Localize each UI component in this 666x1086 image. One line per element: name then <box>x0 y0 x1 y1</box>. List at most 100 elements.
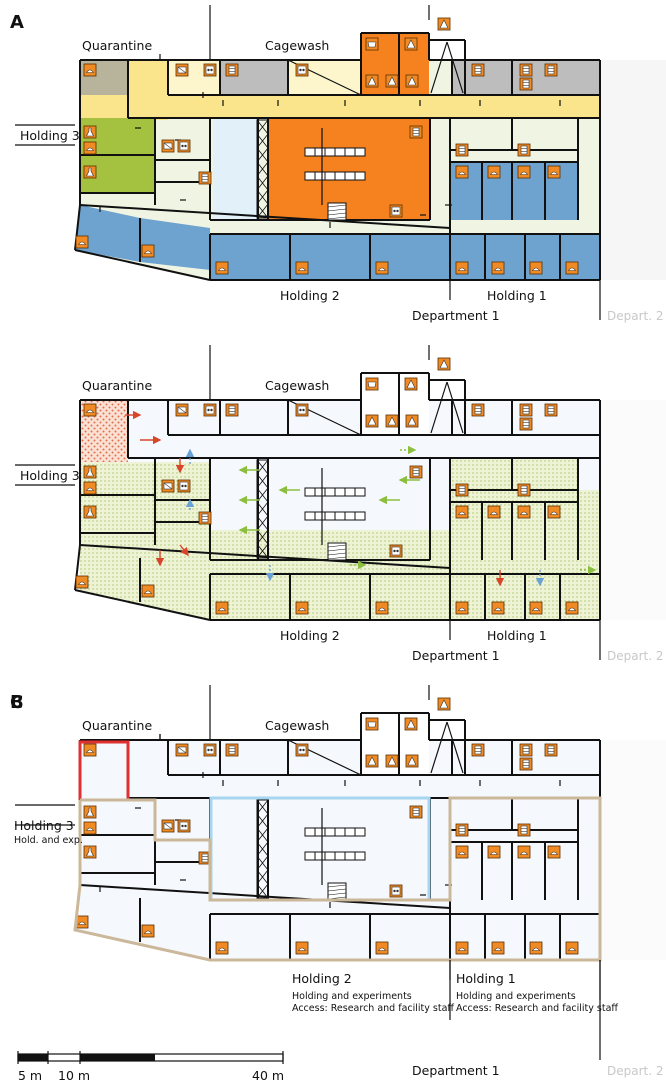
holding1-note2: Access: Research and facility staff <box>456 1003 618 1014</box>
wall <box>79 544 451 569</box>
cage-bench <box>314 487 326 497</box>
elevator-line <box>430 381 448 434</box>
department1-label: Department 1 <box>412 1063 500 1078</box>
autoclave-icon <box>203 743 217 757</box>
mouse-cage-icon <box>75 575 89 589</box>
quarantine-label: Quarantine <box>82 378 152 393</box>
cage-bench <box>354 147 366 157</box>
wall <box>79 204 451 229</box>
mouse-cage-icon <box>295 601 309 615</box>
holding2-label: Holding 2 <box>280 628 340 643</box>
dispenser-icon <box>437 17 451 31</box>
mouse-cage-icon <box>487 165 501 179</box>
depart2-label: Depart. 2 <box>607 309 664 323</box>
dispenser-icon <box>404 37 418 51</box>
biosafety-icon <box>175 403 189 417</box>
mouse-cage-icon <box>83 481 97 495</box>
dispenser-icon <box>385 754 399 768</box>
mouse-cage-icon <box>375 941 389 955</box>
dispenser-icon <box>405 74 419 88</box>
holding1-label: Holding 1 <box>487 288 547 303</box>
rack-icon <box>519 743 533 757</box>
cage-bench <box>334 171 346 181</box>
panel-letter: A <box>10 12 24 33</box>
wall <box>74 249 211 281</box>
biosafety-icon <box>161 819 175 833</box>
mouse-cage-icon <box>491 941 505 955</box>
mouse-cage-icon <box>75 235 89 249</box>
cagewash-label: Cagewash <box>265 718 329 733</box>
depart2-label: Depart. 2 <box>607 649 664 663</box>
autoclave-icon <box>295 63 309 77</box>
mouse-cage-icon <box>83 141 97 155</box>
rack-icon <box>517 483 531 497</box>
mouse-cage-icon <box>455 845 469 859</box>
mouse-cage-icon <box>547 165 561 179</box>
rack-icon <box>517 143 531 157</box>
mouse-cage-icon <box>455 165 469 179</box>
mouse-cage-icon <box>455 261 469 275</box>
mouse-cage-icon <box>565 941 579 955</box>
cage-bench <box>304 851 316 861</box>
dispenser-icon <box>405 754 419 768</box>
elevator-line <box>446 41 464 94</box>
cage-bench <box>314 511 326 521</box>
mouse-cage-icon <box>517 165 531 179</box>
flask-icon <box>83 845 97 859</box>
cage-bench <box>314 171 326 181</box>
mouse-cage-icon <box>491 601 505 615</box>
mouse-cage-icon <box>295 261 309 275</box>
mouse-cage-icon <box>517 505 531 519</box>
mouse-cage-icon <box>215 601 229 615</box>
flask-icon <box>83 805 97 819</box>
cage-bench <box>304 511 316 521</box>
rack-icon <box>409 805 423 819</box>
rack-icon <box>409 125 423 139</box>
mouse-cage-icon <box>529 261 543 275</box>
holding1-note1: Holding and experiments <box>456 991 576 1002</box>
cage-bench <box>334 487 346 497</box>
mouse-cage-icon <box>83 743 97 757</box>
holding2-note1: Holding and experiments <box>292 991 412 1002</box>
autoclave-icon <box>389 884 403 898</box>
rack-icon <box>544 743 558 757</box>
rack-icon <box>455 143 469 157</box>
panel-letter: C <box>10 692 23 713</box>
holding3-label: Holding 3 <box>20 468 80 483</box>
sink-icon <box>365 717 379 731</box>
biosafety-icon <box>175 63 189 77</box>
dispenser-icon <box>385 414 399 428</box>
mouse-cage-icon <box>141 924 155 938</box>
department1-label: Department 1 <box>412 648 500 663</box>
building-floor <box>80 740 600 960</box>
cage-bench <box>324 851 336 861</box>
dispenser-icon <box>405 414 419 428</box>
mouse-cage-icon <box>83 63 97 77</box>
autoclave-icon <box>177 819 191 833</box>
mouse-cage-icon <box>455 505 469 519</box>
mouse-cage-icon <box>83 821 97 835</box>
mouse-cage-icon <box>547 845 561 859</box>
biosafety-icon <box>161 479 175 493</box>
cage-bench <box>334 511 346 521</box>
rack-icon <box>225 403 239 417</box>
mouse-cage-icon <box>565 601 579 615</box>
mouse-cage-icon <box>215 261 229 275</box>
holding2-label: Holding 2 <box>292 971 352 986</box>
cage-bench <box>334 147 346 157</box>
cagewash-hall <box>268 118 430 220</box>
rack-icon <box>198 511 212 525</box>
rack-icon <box>517 823 531 837</box>
sink-icon <box>365 377 379 391</box>
rack-icon <box>455 823 469 837</box>
mouse-cage-icon <box>375 601 389 615</box>
rack-icon <box>519 417 533 431</box>
rack-icon <box>544 403 558 417</box>
dispenser-icon <box>404 377 418 391</box>
outside-area <box>600 60 666 280</box>
elevator-line <box>446 381 464 434</box>
cage-bench <box>304 171 316 181</box>
holding-outline <box>73 796 602 962</box>
mouse-cage-icon <box>455 601 469 615</box>
